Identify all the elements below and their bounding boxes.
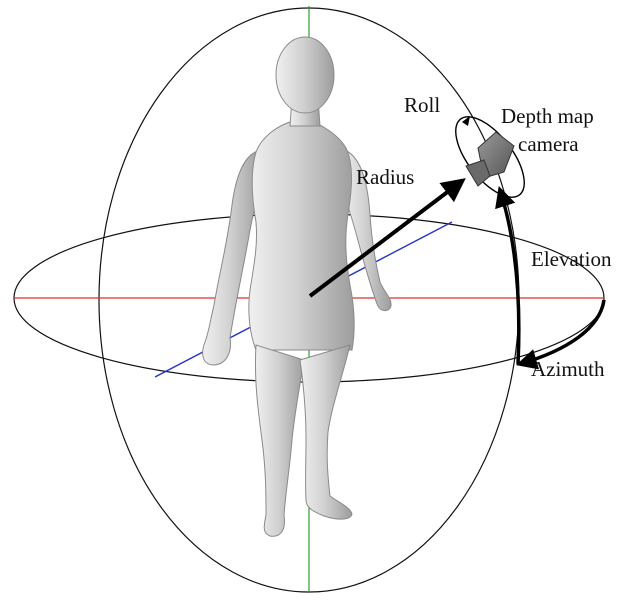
roll-label: Roll <box>404 93 440 117</box>
camera-label-line2: camera <box>518 132 579 156</box>
camera-label-line1: Depth map <box>501 104 594 128</box>
body-right-leg <box>300 345 352 519</box>
body-left-leg <box>255 345 304 536</box>
elevation-label: Elevation <box>531 247 612 271</box>
body-head <box>276 37 334 113</box>
elevation-arc-arrow <box>500 190 519 364</box>
azimuth-arc-arrow <box>520 300 604 364</box>
human-body-model <box>203 37 391 536</box>
body-torso <box>249 122 354 350</box>
depth-camera-icon <box>466 132 514 186</box>
radius-label: Radius <box>356 165 414 189</box>
azimuth-label: Azimuth <box>531 357 605 381</box>
